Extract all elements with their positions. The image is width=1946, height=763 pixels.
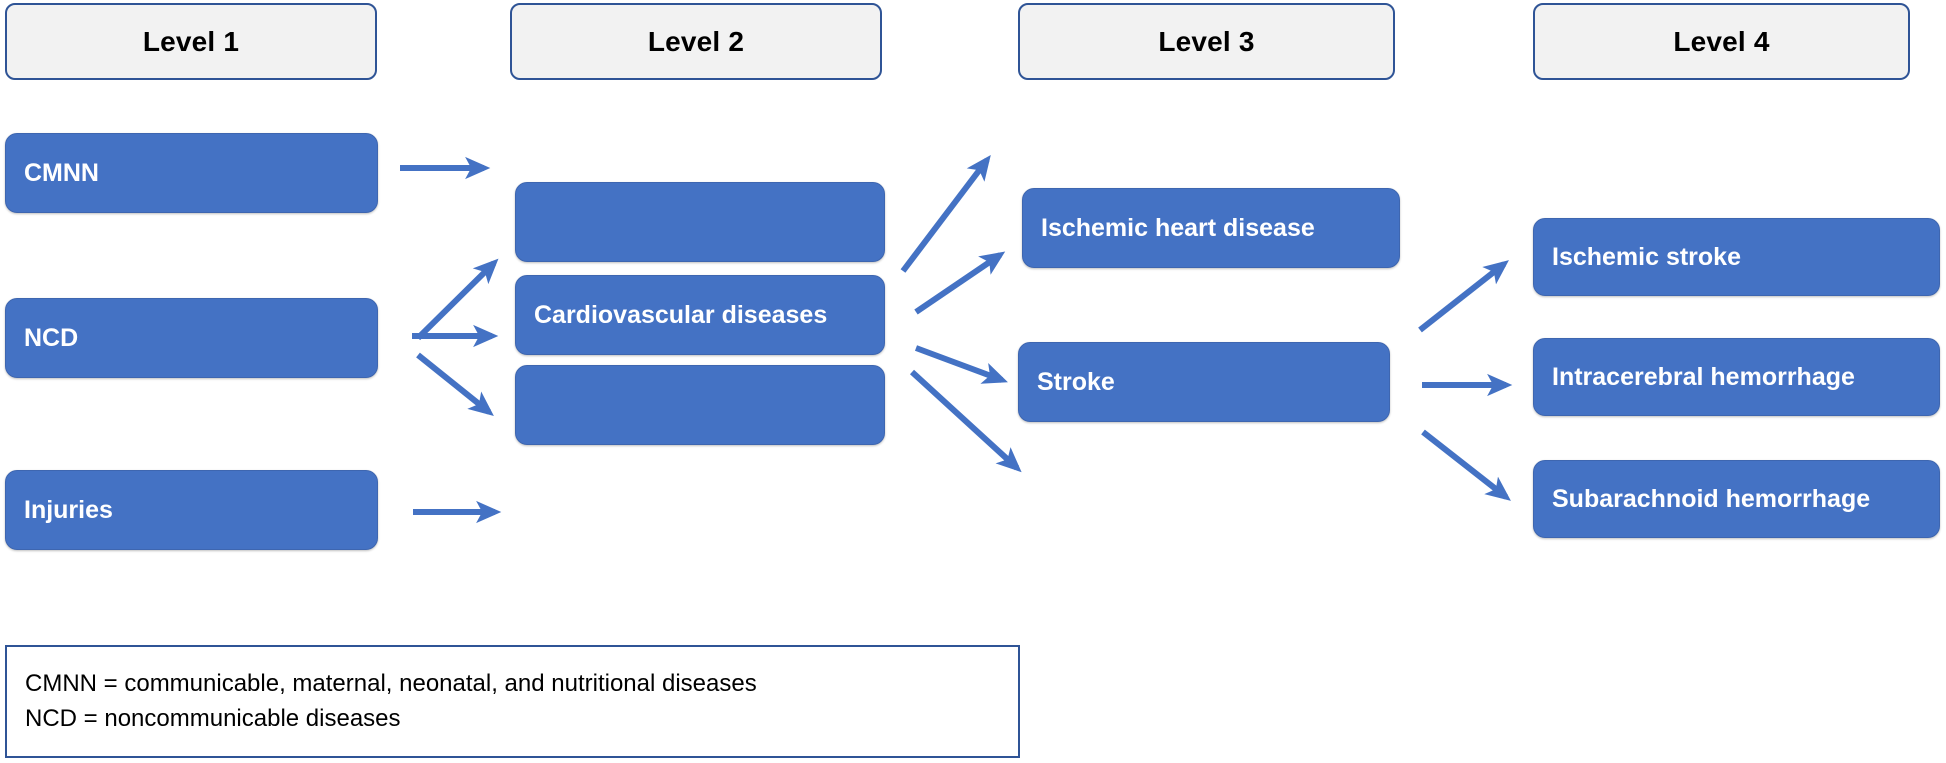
node-stroke: Stroke	[1018, 342, 1390, 422]
legend-line-cmnn: CMNN = communicable, maternal, neonatal,…	[25, 670, 757, 697]
node-cmnn-label: CMNN	[24, 158, 99, 187]
node-level2-blank-bottom	[515, 365, 885, 445]
arrow-cvd-to-ischemic-heart-disease	[914, 251, 1006, 315]
legend-line-ncd: NCD = noncommunicable diseases	[25, 704, 401, 732]
node-cardiovascular-diseases: Cardiovascular diseases	[515, 275, 885, 355]
level-header-4-label: Level 4	[1673, 25, 1770, 57]
node-intracerebral-hemorrhage: Intracerebral hemorrhage	[1533, 338, 1940, 416]
level-header-2-label: Level 2	[647, 25, 745, 57]
node-cardiovascular-diseases-label: Cardiovascular diseases	[534, 300, 828, 329]
node-ncd-label: NCD	[24, 323, 79, 352]
level-header-4: Level 4	[1533, 3, 1910, 80]
node-injuries-label: Injuries	[24, 495, 113, 524]
node-injuries: Injuries	[5, 470, 378, 550]
node-ischemic-heart-disease-label: Ischemic heart disease	[1041, 213, 1315, 242]
node-subarachnoid-hemorrhage: Subarachnoid hemorrhage	[1533, 460, 1940, 538]
node-stroke-label: Stroke	[1037, 367, 1115, 396]
node-cmnn: CMNN	[5, 133, 378, 213]
arrow-cvd-out-4	[909, 369, 1022, 473]
arrow-stroke-to-subarachnoid-hemorrhage	[1421, 429, 1511, 501]
node-subarachnoid-hemorrhage-label: Subarachnoid hemorrhage	[1552, 484, 1871, 513]
node-level2-blank-top	[515, 182, 885, 262]
arrow-cvd-out-1	[900, 154, 991, 273]
node-ischemic-heart-disease: Ischemic heart disease	[1022, 188, 1400, 268]
level-header-1-label: Level 1	[142, 25, 240, 57]
level-header-2: Level 2	[510, 3, 882, 80]
node-ischemic-stroke: Ischemic stroke	[1533, 218, 1940, 296]
arrow-cvd-to-stroke	[914, 345, 1008, 384]
level-header-3: Level 3	[1018, 3, 1395, 80]
level-header-3-label: Level 3	[1158, 25, 1255, 57]
node-ischemic-stroke-label: Ischemic stroke	[1552, 242, 1741, 271]
node-ncd: NCD	[5, 298, 378, 378]
legend-box: CMNN = communicable, maternal, neonatal,…	[5, 645, 1020, 758]
level-header-1: Level 1	[5, 3, 377, 80]
arrow-ncd-to-level2-bottom	[416, 352, 494, 416]
node-intracerebral-hemorrhage-label: Intracerebral hemorrhage	[1552, 362, 1855, 391]
arrow-stroke-to-ischemic-stroke	[1418, 260, 1509, 333]
arrow-ncd-to-level2-top	[415, 258, 499, 341]
